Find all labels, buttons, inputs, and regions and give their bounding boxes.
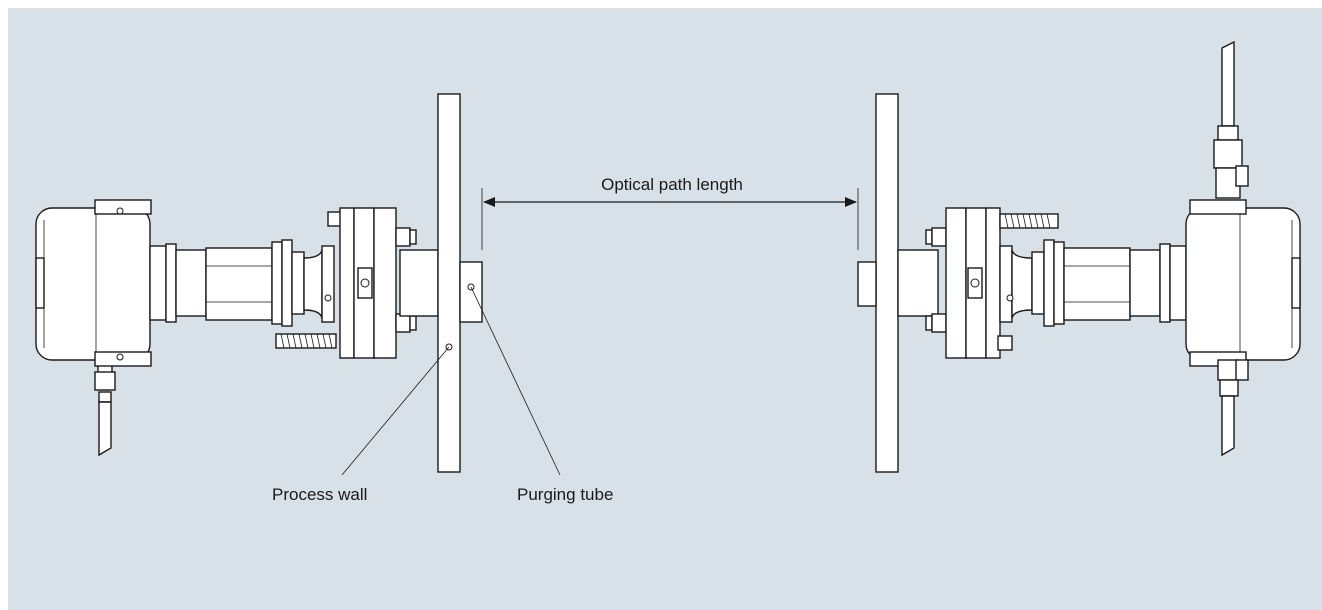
optical-path-label: Optical path length <box>601 175 743 194</box>
right-housing <box>1185 199 1301 367</box>
left-pipe-stub <box>399 249 439 317</box>
left-lower-spring <box>275 333 337 349</box>
leader-lines <box>341 286 561 476</box>
left-cable <box>94 361 116 457</box>
right-bottom-cable <box>1217 359 1249 457</box>
right-pipe-stub <box>897 249 939 317</box>
right-neck <box>1169 245 1187 321</box>
right-lower-spring <box>997 335 1013 351</box>
right-analyzer-unit <box>897 40 1301 457</box>
left-flange <box>339 207 417 359</box>
right-process-wall <box>875 93 899 473</box>
left-purging-tube <box>459 261 483 323</box>
right-flange <box>925 207 1001 359</box>
left-analyzer-unit <box>35 199 439 457</box>
right-top-cable <box>1213 40 1249 199</box>
right-body-tube <box>999 239 1131 327</box>
process-wall-label: Process wall <box>272 485 367 504</box>
purging-tube-label: Purging tube <box>517 485 613 504</box>
optical-path-dimension <box>481 188 859 250</box>
left-body-tube <box>205 239 335 327</box>
left-neck <box>149 245 167 321</box>
left-housing <box>35 199 152 367</box>
right-purging-tube <box>857 261 877 307</box>
left-process-wall <box>437 93 461 473</box>
right-upper-spring <box>999 213 1059 229</box>
